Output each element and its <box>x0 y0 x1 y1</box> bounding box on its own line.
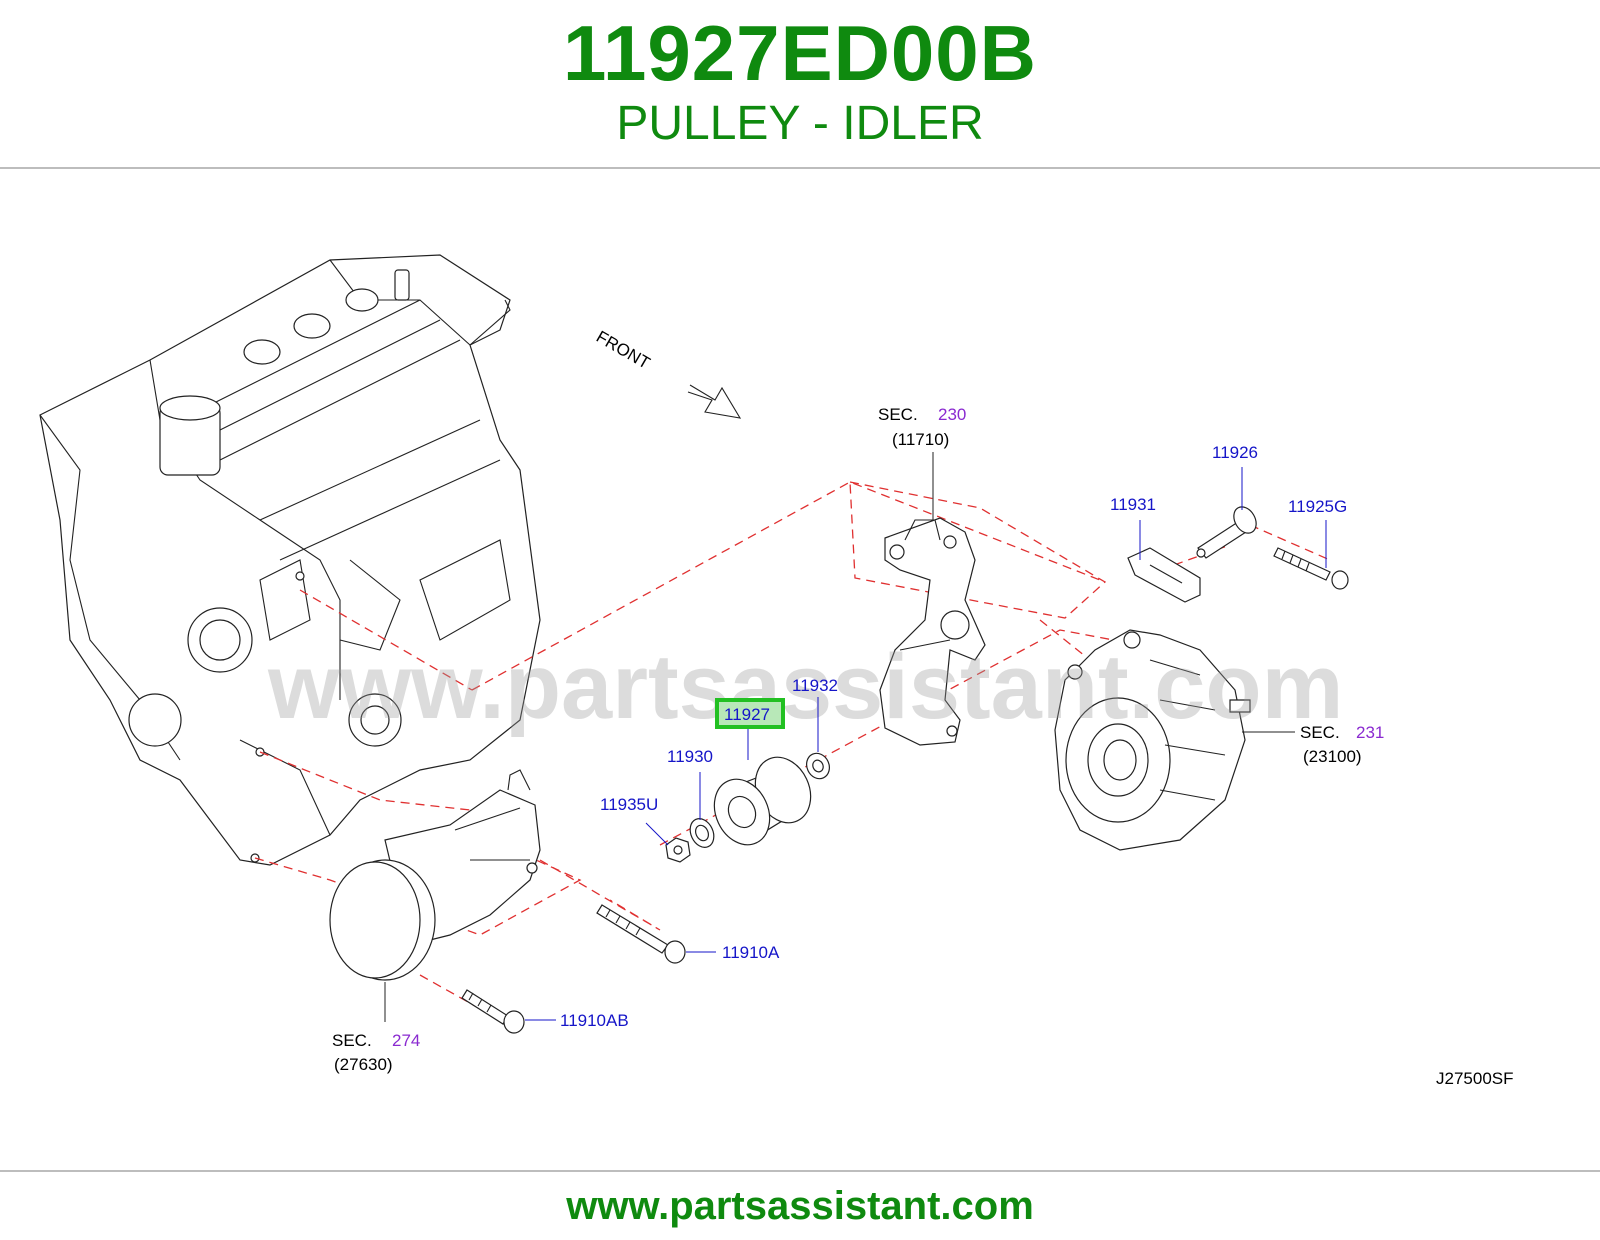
bolt-11910A-drawing <box>596 904 686 964</box>
sec274-number[interactable]: 274 <box>392 1031 420 1050</box>
callout-11931[interactable]: 11931 <box>1110 495 1156 514</box>
callout-11926[interactable]: 11926 <box>1212 443 1258 462</box>
callout-11935U[interactable]: 11935U <box>600 795 658 814</box>
bracket-drawing <box>879 517 986 746</box>
callout-11910AB[interactable]: 11910AB <box>560 1011 629 1030</box>
highlight-box-11927 <box>715 698 785 729</box>
sec230-prefix: SEC. <box>878 405 918 424</box>
callout-11927[interactable]: 11927 <box>724 705 770 724</box>
sec231-prefix: SEC. <box>1300 723 1340 742</box>
watermark-text: www.partsassistant.com <box>267 636 1343 738</box>
page-header: 11927ED00B PULLEY - IDLER <box>0 0 1600 170</box>
engine-block-drawing <box>39 254 541 866</box>
plate-11931-drawing <box>1127 547 1201 603</box>
sec231-ref: (23100) <box>1303 747 1362 766</box>
alternator-drawing <box>1054 629 1251 851</box>
callout-11932[interactable]: 11932 <box>792 676 838 695</box>
sec274-prefix: SEC. <box>332 1031 372 1050</box>
washer-11930-drawing <box>689 818 715 848</box>
part-number-title: 11927ED00B <box>562 9 1038 97</box>
leader-11935U <box>645 822 669 846</box>
bolt-11926-drawing <box>1196 506 1257 559</box>
spacer-11932-drawing <box>806 752 830 780</box>
header-divider <box>0 167 1600 169</box>
water-pump-drawing <box>329 769 541 981</box>
footer-divider <box>0 1170 1600 1172</box>
part-name-subtitle: PULLEY - IDLER <box>616 97 984 150</box>
front-arrow-icon <box>687 384 742 419</box>
callout-11910A[interactable]: 11910A <box>722 943 780 962</box>
bolt-11925G-drawing <box>1273 547 1349 590</box>
callout-11930[interactable]: 11930 <box>667 747 713 766</box>
figure-code: J27500SF <box>1436 1069 1514 1088</box>
sec230-number[interactable]: 230 <box>938 405 966 424</box>
callout-11925G[interactable]: 11925G <box>1288 497 1347 516</box>
footer-website-link[interactable]: www.partsassistant.com <box>566 1184 1034 1228</box>
bolt-11910AB-drawing <box>461 989 525 1034</box>
idler-pulley-drawing <box>713 756 812 846</box>
nut-11935U-drawing <box>665 837 691 863</box>
sec231-number[interactable]: 231 <box>1356 723 1384 742</box>
sec274-ref: (27630) <box>334 1055 393 1074</box>
sec230-ref: (11710) <box>892 430 949 449</box>
